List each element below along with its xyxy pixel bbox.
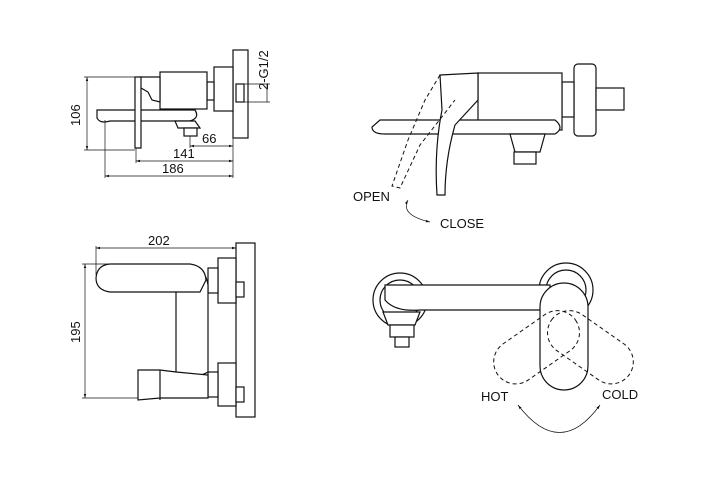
open-label: OPEN (353, 189, 390, 204)
handle-cold-position (547, 310, 634, 385)
side-view: 106 66 141 186 2-G1/2 (68, 49, 271, 178)
spout (137, 369, 209, 401)
thread-spec: 2-G1/2 (256, 50, 271, 90)
dim-202: 202 (148, 233, 170, 248)
dim-141: 141 (173, 146, 195, 161)
nut (206, 81, 215, 101)
lever-side-view: OPEN CLOSE (353, 63, 625, 231)
lever (435, 72, 479, 196)
top-view: 202 195 (68, 233, 256, 418)
spout (96, 109, 198, 123)
spout-arm (384, 284, 551, 311)
wall (235, 242, 256, 418)
body (159, 71, 208, 110)
dim-186: 186 (162, 161, 184, 176)
handle (95, 263, 207, 293)
flange (213, 66, 234, 112)
hot-label: HOT (481, 389, 509, 404)
dim-195: 195 (68, 321, 83, 343)
lever (134, 76, 142, 149)
handle-hot-position (493, 310, 580, 385)
close-label: CLOSE (440, 216, 484, 231)
spout (371, 119, 561, 135)
front-view: HOT COLD (372, 262, 638, 433)
handle (539, 282, 589, 391)
dim-106: 106 (68, 104, 83, 126)
lever-open-position (391, 74, 456, 189)
outlet (183, 127, 198, 137)
dim-66: 66 (202, 131, 216, 146)
cold-label: COLD (602, 387, 638, 402)
